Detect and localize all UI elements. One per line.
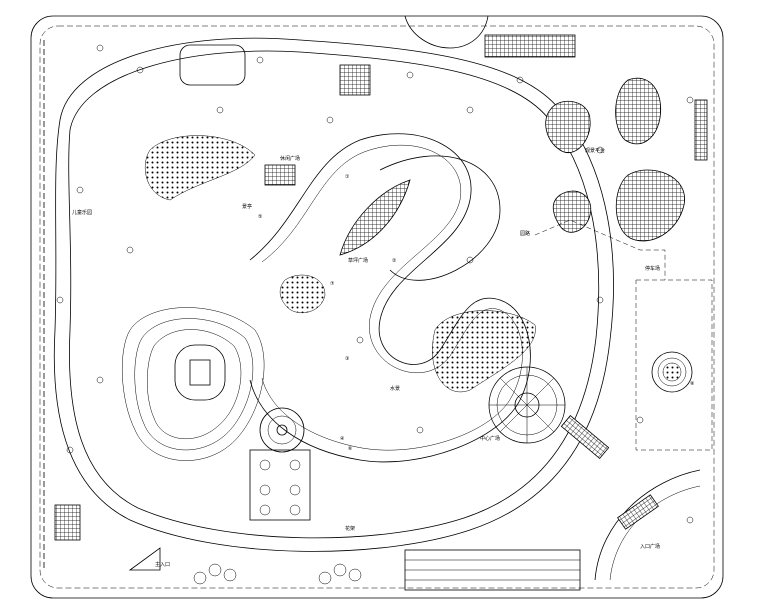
round-plaza-lower	[259, 407, 305, 453]
lawn-top-right-2	[615, 77, 662, 145]
label-kids-park: 儿童乐园	[72, 209, 92, 216]
hill-pavilion-core	[189, 359, 211, 386]
diagonal-stairs	[560, 415, 610, 459]
lawn-central-leaf	[339, 179, 411, 256]
bottom-right-plaza	[594, 469, 701, 581]
lawn-top-right-1	[545, 101, 591, 153]
label-main-entrance: 主入口	[155, 561, 170, 568]
top-building-strip	[484, 34, 576, 58]
dashed-zone-upper-right	[534, 219, 666, 280]
right-edge-building	[694, 99, 708, 161]
label-viewing-platform: 观景平台	[585, 147, 605, 154]
tree-cluster-center	[432, 310, 536, 393]
left-structure	[264, 164, 296, 186]
hill-contour-3	[147, 329, 242, 439]
bottom-tree-groups	[193, 563, 362, 585]
marker-3: ③	[345, 356, 349, 362]
label-pavilion: 景亭	[242, 203, 252, 210]
dashed-zone-right	[635, 279, 713, 451]
label-pergola: 花架	[345, 525, 355, 532]
bottom-building-strip-lines	[405, 559, 580, 581]
radial-plaza	[488, 366, 566, 444]
tree-cluster-top-left	[144, 135, 256, 201]
marker-2: ②	[392, 258, 397, 264]
label-leisure-plaza: 休闲广场	[280, 155, 300, 162]
bottom-left-triangle	[128, 547, 161, 571]
marker-5: ⑤	[258, 214, 262, 220]
top-left-structure	[179, 44, 246, 86]
top-circle-arc	[404, 15, 489, 49]
bottom-left-structure	[54, 504, 81, 541]
scattered-trees	[56, 44, 694, 524]
hill-pavilion	[174, 344, 226, 401]
circular-feature-right	[651, 351, 693, 393]
marker-7: ⑦	[330, 281, 335, 287]
top-center-structure	[339, 64, 371, 96]
ring-road-outer	[53, 37, 614, 552]
label-parking: 停车场	[645, 265, 660, 272]
hill-contour-1	[121, 307, 265, 461]
ring-road-inner	[68, 50, 600, 539]
tree-cluster-small	[279, 274, 326, 314]
label-path: 园路	[520, 230, 530, 237]
label-entry-plaza: 入口广场	[640, 543, 660, 550]
label-lawn-plaza: 草坪广场	[348, 257, 368, 264]
label-central-plaza: 中心广场	[480, 435, 500, 442]
hill-contour-2	[134, 318, 254, 451]
lawn-top-right-3	[552, 190, 592, 233]
marker-6: ⑥	[348, 446, 353, 452]
site-boundary	[30, 15, 724, 599]
hatched-steps-bottom-right	[617, 494, 659, 530]
central-loop-path	[249, 133, 531, 463]
inner-oval-path	[379, 155, 501, 281]
site-inner-boundary-dashed	[39, 25, 715, 589]
label-water-feature: 水景	[390, 385, 400, 392]
marker-8: ⑧	[690, 381, 695, 387]
planter-plaza	[249, 449, 311, 521]
marker-1: ①	[345, 174, 350, 180]
lawn-top-right-4	[615, 169, 685, 242]
marker-4: ④	[340, 436, 345, 442]
bottom-right-plaza-inner	[609, 485, 701, 581]
